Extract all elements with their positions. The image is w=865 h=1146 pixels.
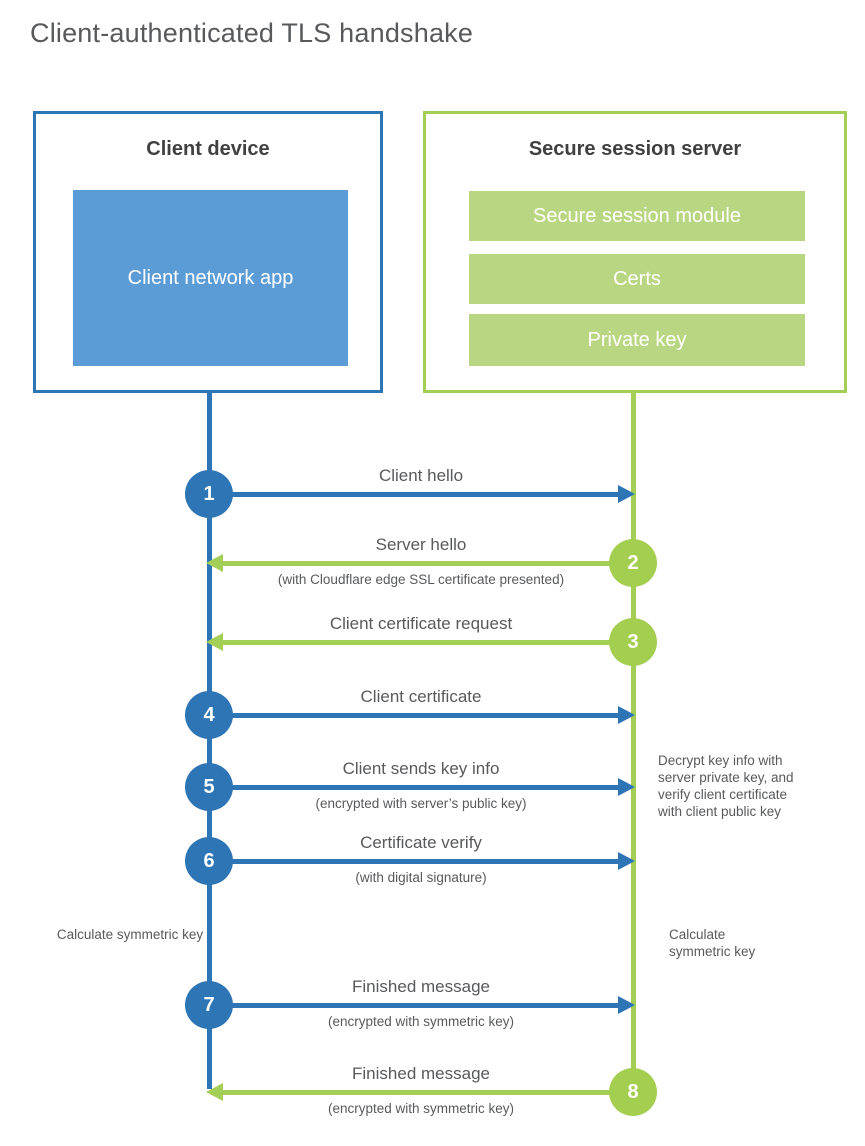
step-1-arrow-line: [209, 492, 619, 497]
step-1-badge: 1: [185, 470, 233, 518]
step-7-arrow-line: [209, 1003, 619, 1008]
step-2-arrow-line: [223, 561, 633, 566]
server-module-certs: Certs: [469, 254, 805, 304]
step-3-arrowhead-left-icon: [206, 633, 223, 651]
step-4-arrow-line: [209, 713, 619, 718]
server-decrypt-note: Decrypt key info with server private key…: [658, 753, 794, 819]
step-3-arrow-line: [223, 640, 633, 645]
step-5-label: Client sends key info: [342, 759, 500, 778]
step-8-sublabel: (encrypted with symmetric key): [327, 1101, 515, 1116]
step-5-arrowhead-right-icon: [618, 778, 635, 796]
server-module-private-key: Private key: [469, 314, 805, 366]
step-4-arrowhead-right-icon: [618, 706, 635, 724]
step-7-badge: 7: [185, 981, 233, 1029]
step-7-arrowhead-right-icon: [618, 996, 635, 1014]
step-6-arrowhead-right-icon: [618, 852, 635, 870]
step-2-sublabel: (with Cloudflare edge SSL certificate pr…: [277, 572, 565, 587]
step-2-badge: 2: [609, 539, 657, 587]
step-2-label: Server hello: [375, 535, 467, 554]
client-device-title: Client device: [146, 138, 270, 160]
step-3-label: Client certificate request: [329, 614, 513, 633]
server-calculate-symmetric-key-note: Calculate symmetric key: [669, 927, 756, 959]
step-4-badge: 4: [185, 691, 233, 739]
step-3-badge: 3: [609, 618, 657, 666]
secure-session-server-title: Secure session server: [528, 138, 742, 160]
step-1-label: Client hello: [378, 466, 464, 485]
server-lifeline: [631, 393, 636, 1092]
client-network-app-box: Client network app: [73, 190, 348, 366]
step-8-arrow-line: [223, 1090, 633, 1095]
step-5-sublabel: (encrypted with server’s public key): [315, 796, 527, 811]
step-6-label: Certificate verify: [360, 833, 482, 852]
client-device-box: Client device Client network app: [33, 111, 383, 393]
step-6-arrow-line: [209, 859, 619, 864]
step-4-label: Client certificate: [360, 687, 482, 706]
client-calculate-symmetric-key-note: Calculate symmetric key: [56, 927, 204, 942]
step-1-arrowhead-right-icon: [618, 485, 635, 503]
step-8-arrowhead-left-icon: [206, 1083, 223, 1101]
step-8-badge: 8: [609, 1068, 657, 1116]
server-module-secure-session: Secure session module: [469, 191, 805, 241]
step-6-badge: 6: [185, 837, 233, 885]
step-6-sublabel: (with digital signature): [355, 870, 487, 885]
step-8-label: Finished message: [352, 1064, 490, 1083]
secure-session-server-box: Secure session server Secure session mod…: [423, 111, 847, 393]
step-5-arrow-line: [209, 785, 619, 790]
step-5-badge: 5: [185, 763, 233, 811]
client-lifeline: [207, 393, 212, 1089]
page-title: Client-authenticated TLS handshake: [30, 18, 474, 48]
step-7-sublabel: (encrypted with symmetric key): [327, 1014, 515, 1029]
step-2-arrowhead-left-icon: [206, 554, 223, 572]
step-7-label: Finished message: [352, 977, 490, 996]
